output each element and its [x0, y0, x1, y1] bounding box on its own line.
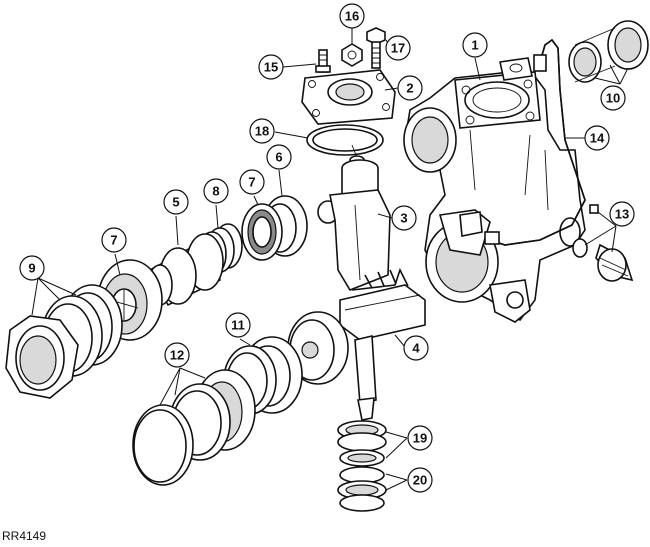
o-rings-backing-ring [132, 369, 256, 486]
svg-text:20: 20 [413, 473, 427, 488]
svg-text:16: 16 [345, 9, 359, 24]
callout-4: 4 [403, 335, 429, 361]
callout-16: 16 [339, 3, 365, 29]
locknut [341, 43, 363, 67]
svg-text:19: 19 [413, 431, 427, 446]
callout-17: 17 [385, 35, 411, 61]
callout-1: 1 [462, 32, 488, 58]
thrust-bearing-upper [241, 203, 283, 261]
svg-text:13: 13 [615, 207, 629, 222]
callout-3: 3 [391, 205, 417, 231]
callout-18: 18 [249, 118, 275, 144]
washer-and-circlip [337, 466, 387, 512]
callout-19: 19 [407, 425, 433, 451]
svg-text:12: 12 [170, 348, 184, 363]
svg-text:7: 7 [248, 175, 255, 190]
svg-text:17: 17 [391, 41, 405, 56]
callout-8: 8 [203, 178, 229, 204]
cover-bolt [366, 27, 386, 69]
top-cover-plate [301, 69, 396, 125]
callout-5: 5 [163, 189, 189, 215]
cover-o-ring [306, 124, 384, 165]
svg-text:3: 3 [400, 211, 407, 226]
svg-text:18: 18 [255, 124, 269, 139]
lower-bearing-seals [337, 420, 387, 467]
svg-text:14: 14 [590, 131, 605, 146]
svg-text:15: 15 [264, 60, 278, 75]
grease-nipple [315, 49, 331, 73]
svg-text:11: 11 [231, 318, 245, 333]
callout-12: 12 [164, 342, 190, 368]
leader-lines [31, 28, 629, 491]
svg-text:5: 5 [172, 195, 179, 210]
callout-7-lower: 7 [101, 227, 127, 253]
steering-box-housing [403, 57, 586, 323]
svg-text:2: 2 [406, 81, 413, 96]
end-cover-seals [5, 284, 123, 399]
svg-text:6: 6 [275, 150, 282, 165]
svg-text:9: 9 [28, 261, 35, 276]
callout-9: 9 [19, 255, 45, 281]
bleed-screw-adapter [572, 204, 634, 282]
callout-7-upper: 7 [239, 169, 265, 195]
callout-6: 6 [266, 144, 292, 170]
callout-13: 13 [609, 201, 635, 227]
svg-text:7: 7 [110, 233, 117, 248]
svg-text:10: 10 [606, 91, 620, 106]
svg-text:1: 1 [471, 38, 478, 53]
seal-and-circlip [568, 20, 649, 83]
svg-text:4: 4 [412, 341, 420, 356]
callout-20: 20 [407, 467, 433, 493]
svg-text:8: 8 [212, 184, 219, 199]
hydraulic-pipe [484, 38, 586, 246]
figure-reference-code: RR4149 [2, 529, 47, 543]
sector-shaft [317, 159, 409, 291]
callout-15: 15 [258, 54, 284, 80]
callout-10: 10 [600, 85, 626, 111]
callout-2: 2 [397, 75, 423, 101]
callout-11: 11 [225, 312, 251, 338]
callout-14: 14 [584, 125, 610, 151]
rack-piston [287, 284, 426, 421]
